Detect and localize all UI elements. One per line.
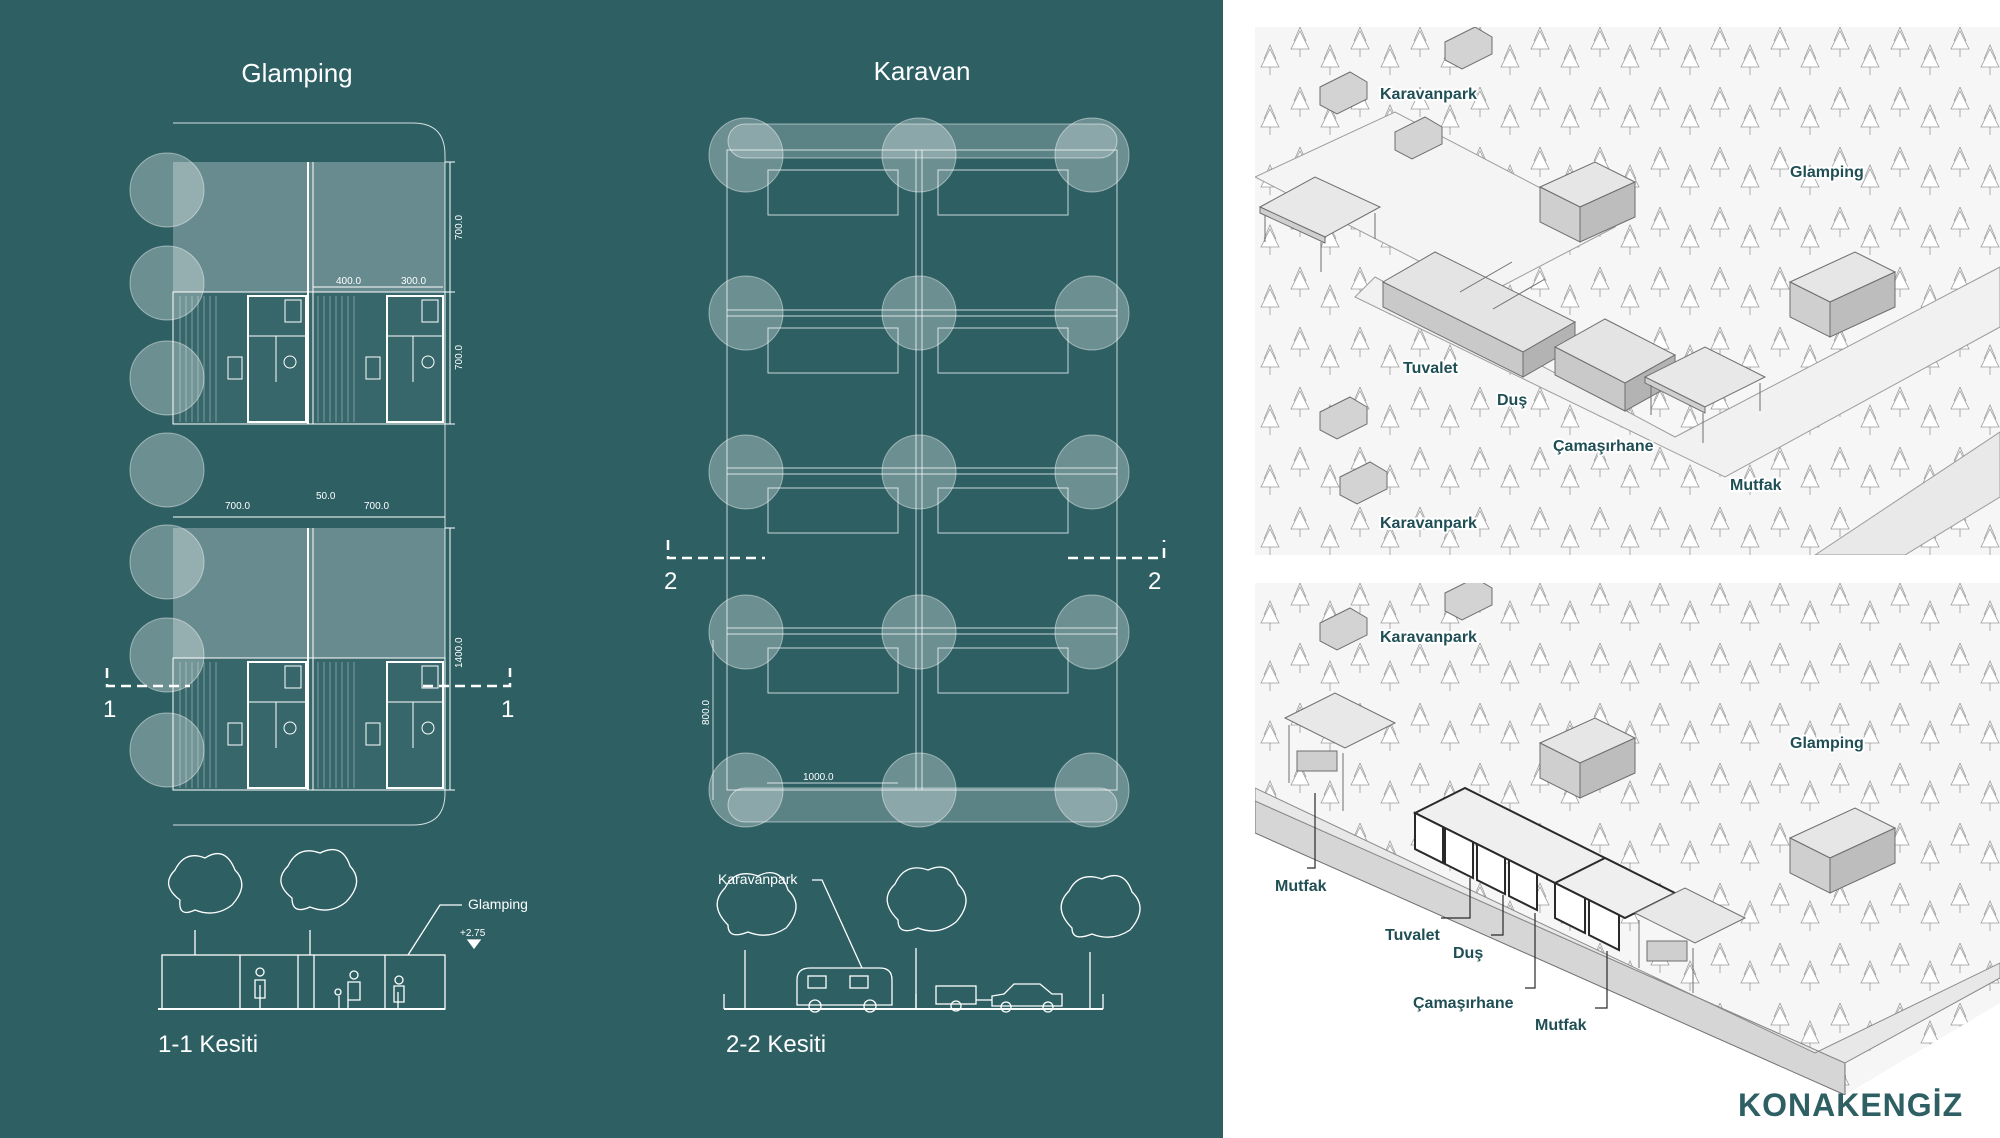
- iso-top-mutfak: Mutfak: [1730, 477, 1782, 494]
- cut-1-right-label: 1: [501, 696, 514, 723]
- section-1-title: 1-1 Kesiti: [158, 1031, 258, 1058]
- dim-50: 50.0: [316, 491, 336, 502]
- section-1-level: +2.75: [460, 928, 486, 939]
- isometric-view-bottom: Karavanpark Glamping Mutfak Tuvalet Duş …: [1255, 583, 2000, 1095]
- section-1-label: Glamping: [468, 896, 528, 912]
- iso-top-karavanpark-2: Karavanpark: [1380, 515, 1477, 532]
- iso-top-camasirhane: Çamaşırhane: [1553, 438, 1654, 455]
- karavan-trees: [708, 117, 1130, 828]
- dim-1400: 1400.0: [454, 637, 465, 668]
- karavan-plan: [712, 149, 1118, 800]
- section-1-drawing: [158, 849, 482, 1010]
- dim-300: 300.0: [401, 276, 426, 287]
- iso-bottom-dus: Duş: [1453, 945, 1483, 962]
- cut-2-left-label: 2: [664, 568, 677, 595]
- drawing-panel: Glamping: [0, 0, 1223, 1138]
- cut-line-2: [666, 540, 1166, 560]
- dim-700-b: 700.0: [364, 501, 389, 512]
- karavan-roads: [727, 123, 1118, 823]
- section-2-title: 2-2 Kesiti: [726, 1031, 826, 1058]
- plan-drawing: Glamping: [103, 56, 1166, 1058]
- section-2-label: Karavanpark: [718, 871, 798, 887]
- dim-1000: 1000.0: [803, 772, 834, 783]
- glamping-title: Glamping: [241, 58, 352, 88]
- cut-2-right-label: 2: [1148, 568, 1161, 595]
- dim-700-mid: 700.0: [454, 345, 465, 370]
- isometric-drawing-top: Karavanpark Glamping Tuvalet Duş Çamaşır…: [1255, 27, 2000, 555]
- dim-400: 400.0: [336, 276, 361, 287]
- iso-bottom-mutfak-right: Mutfak: [1535, 1017, 1587, 1034]
- iso-bottom-glamping: Glamping: [1790, 735, 1864, 752]
- glamping-trees: [129, 152, 205, 788]
- brand-logo: KONAKENGİZ: [1738, 1087, 1964, 1123]
- dim-700-top: 700.0: [454, 215, 465, 240]
- iso-top-dus: Duş: [1497, 392, 1527, 409]
- cut-line-1: [105, 668, 512, 688]
- isometric-drawing-bottom: Karavanpark Glamping Mutfak Tuvalet Duş …: [1255, 583, 2000, 1095]
- iso-bottom-mutfak-left: Mutfak: [1275, 878, 1327, 895]
- iso-top-tuvalet: Tuvalet: [1403, 360, 1459, 377]
- cut-1-left-label: 1: [103, 696, 116, 723]
- iso-bottom-camasirhane: Çamaşırhane: [1413, 995, 1514, 1012]
- dim-700-a: 700.0: [225, 501, 250, 512]
- isometric-view-top: Karavanpark Glamping Tuvalet Duş Çamaşır…: [1255, 27, 2000, 555]
- section-2-drawing: [716, 866, 1141, 1013]
- glamping-plan: [172, 122, 455, 826]
- iso-top-glamping: Glamping: [1790, 164, 1864, 181]
- dim-800: 800.0: [701, 700, 712, 725]
- karavan-title: Karavan: [874, 56, 971, 86]
- iso-bottom-tuvalet: Tuvalet: [1385, 927, 1441, 944]
- iso-bottom-karavanpark: Karavanpark: [1380, 629, 1477, 646]
- iso-top-karavanpark-1: Karavanpark: [1380, 86, 1477, 103]
